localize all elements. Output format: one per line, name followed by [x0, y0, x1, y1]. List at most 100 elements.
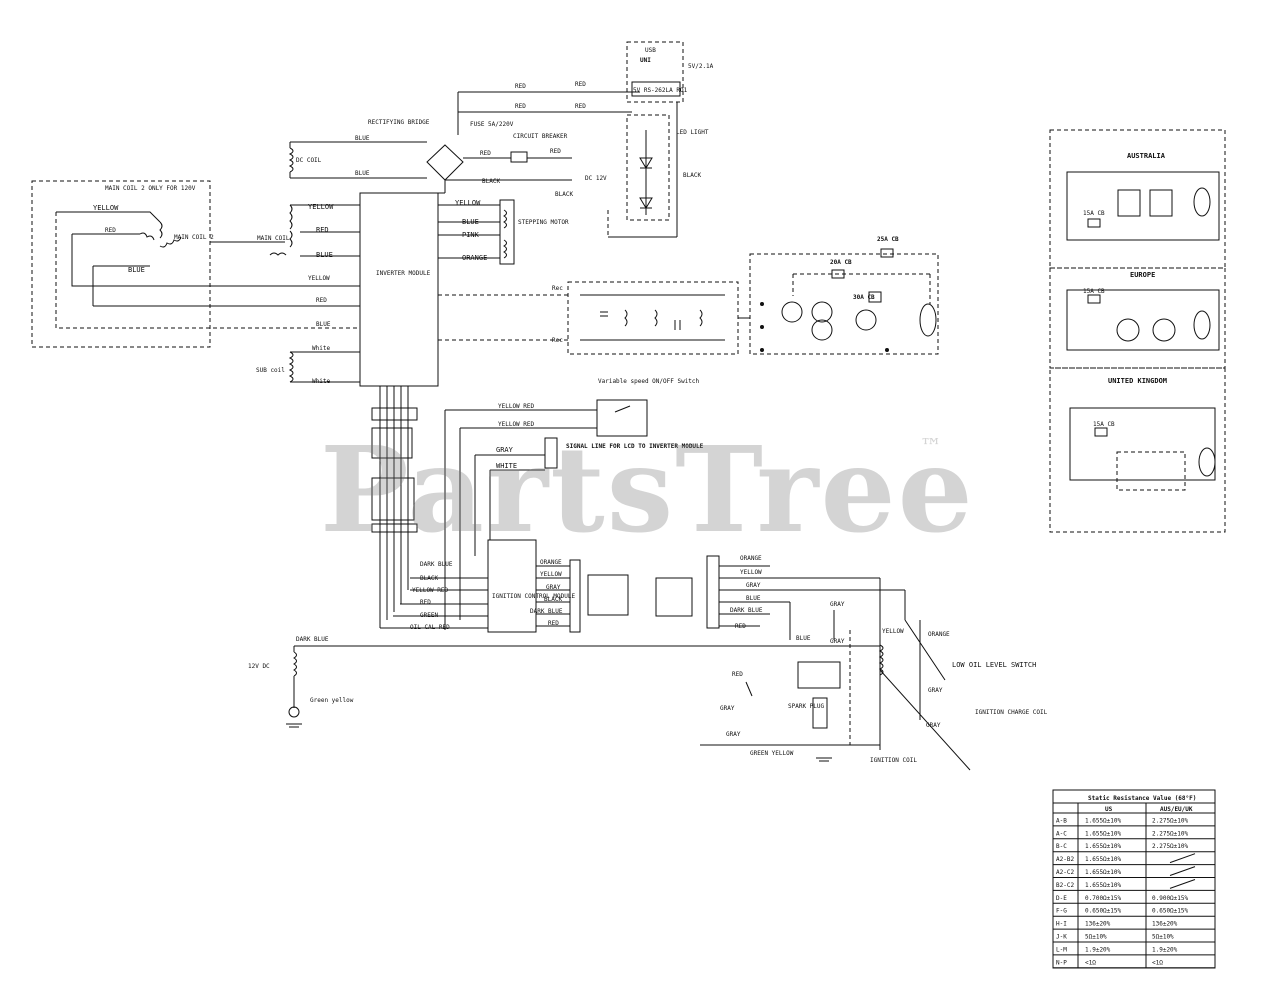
label-red-m2: RED — [316, 297, 327, 304]
label-sub-coil: SUB coil — [256, 367, 285, 374]
inverter-module: INVERTER MODULE YELLOW BLUE PINK ORANGE … — [359, 180, 569, 387]
label-cb-u: 15A CB — [1093, 421, 1115, 428]
table-cell-na-slash — [1169, 853, 1196, 864]
label-uk: UNITED KINGDOM — [1108, 377, 1167, 385]
label-yellow-ic: YELLOW — [882, 628, 904, 635]
table-header-us: US — [1105, 806, 1113, 813]
label-main-coil: MAIN COIL — [257, 235, 290, 242]
label-gray-oil2: GRAY — [830, 638, 845, 645]
label-blue-r: BLUE — [746, 595, 761, 602]
label-gray-sp2: GRAY — [726, 731, 741, 738]
label-cb-e: 15A CB — [1083, 288, 1105, 295]
sub-coil: White White SUB coil — [256, 345, 360, 385]
table-header-intl: AUS/EU/UK — [1160, 806, 1193, 813]
label-yellow-l: YELLOW — [93, 204, 119, 212]
label-red-cb-in: RED — [480, 150, 491, 157]
table-cell: 5Ω±10% — [1152, 934, 1174, 941]
table-cell: 1.655Ω±10% — [1085, 830, 1122, 837]
table-cell: <1Ω — [1152, 959, 1163, 966]
label-red-r: RED — [735, 623, 746, 630]
table-row-label: A-B — [1056, 817, 1067, 824]
table-cell: 2.275Ω±10% — [1152, 843, 1189, 850]
label-stepping-motor: STEPPING MOTOR — [518, 219, 569, 226]
label-dark-blue: DARK BLUE — [420, 561, 453, 568]
label-gray-sp: GRAY — [720, 705, 735, 712]
table-row-label: B2-C2 — [1056, 882, 1074, 889]
label-rec-1: Rec — [552, 285, 563, 292]
rectifying-bridge: RECTIFYING BRIDGE FUSE 5A/220V CIRCUIT B… — [368, 119, 607, 198]
label-yellow-i: YELLOW — [540, 571, 562, 578]
ground-coil: DARK BLUE 12V DC Green yellow — [248, 636, 880, 728]
label-red-1: RED — [515, 83, 526, 90]
label-inverter-module: INVERTER MODULE — [376, 270, 431, 277]
label-blue-oil: BLUE — [796, 635, 811, 642]
table-cell: 136±20% — [1152, 921, 1178, 928]
label-orange-i: ORANGE — [540, 559, 562, 566]
label-icm: IGNITION CONTROL MODULE — [492, 593, 575, 600]
output-panel: 25A CB 20A CB 30A CB — [749, 236, 939, 355]
label-blue-2: BLUE — [355, 170, 370, 177]
main-coil-2-box: MAIN COIL 2 ONLY FOR 120V YELLOW RED BLU… — [31, 180, 360, 348]
label-pink-s: PINK — [462, 231, 480, 239]
table-cell: 136±20% — [1085, 921, 1111, 928]
label-rec-2: Rec — [552, 337, 563, 344]
label-dark-blue-r: DARK BLUE — [730, 607, 763, 614]
table-row-label: A2-C2 — [1056, 869, 1074, 876]
table-cell: 1.655Ω±10% — [1085, 882, 1122, 889]
label-gray-ls2: GRAY — [926, 722, 941, 729]
label-rectifying-bridge: RECTIFYING BRIDGE — [368, 119, 430, 126]
label-gray-i: GRAY — [546, 584, 561, 591]
table-cell: 5Ω±10% — [1085, 934, 1107, 941]
label-signal-line: SIGNAL LINE FOR LCD TO INVERTER MODULE — [566, 443, 704, 450]
label-red-l: RED — [105, 227, 116, 234]
label-circuit-breaker: CIRCUIT BREAKER — [513, 133, 568, 140]
label-orange-s: ORANGE — [462, 254, 487, 262]
table-row-label: N-P — [1056, 959, 1067, 966]
table-title: Static Resistance Value (68°F) — [1088, 795, 1196, 802]
table-row-label: D-E — [1056, 895, 1067, 902]
signal-line: GRAY WHITE SIGNAL LINE FOR LCD TO INVERT… — [474, 437, 704, 556]
label-cb-a: 15A CB — [1083, 210, 1105, 217]
usb-rating: 5V RS-262LA RO1 — [633, 87, 688, 94]
right-harness: ORANGE YELLOW GRAY BLUE DARK BLUE RED GR… — [700, 555, 1048, 771]
table-cell-na-slash — [1169, 879, 1196, 889]
label-variable-speed: Variable speed ON/OFF Switch — [598, 378, 700, 385]
label-black-i2: BLACK — [544, 596, 562, 603]
label-blue-m2: BLUE — [316, 321, 331, 328]
label-spark-plug: SPARK PLUG — [788, 703, 825, 710]
table-row-label: F-G — [1056, 908, 1067, 915]
table-cell: 2.275Ω±10% — [1152, 817, 1189, 824]
usb-brand: UNI — [640, 57, 651, 64]
emi-filter — [567, 281, 750, 355]
label-red-i: RED — [420, 599, 431, 606]
label-red-4: RED — [575, 103, 586, 110]
label-yellow-m: YELLOW — [308, 203, 334, 211]
connector-stack — [371, 386, 418, 628]
label-dark-blue-i: DARK BLUE — [530, 608, 563, 615]
label-yellow-red-2: YELLOW RED — [498, 421, 535, 428]
label-red-2: RED — [575, 81, 586, 88]
table-cell: 1.655Ω±10% — [1085, 817, 1122, 824]
region-uk: UNITED KINGDOM 15A CB — [1049, 367, 1226, 533]
table-row-label: A-C — [1056, 830, 1067, 837]
label-gray-r: GRAY — [746, 582, 761, 589]
label-blue-m: BLUE — [316, 251, 333, 259]
variable-speed-switch: Variable speed ON/OFF Switch YELLOW RED … — [444, 378, 700, 630]
label-white-1: White — [312, 345, 330, 352]
label-red-sp: RED — [732, 671, 743, 678]
label-black-w: BLACK — [482, 178, 500, 185]
label-cb30: 30A CB — [853, 294, 875, 301]
label-yellow-red-i: YELLOW RED — [412, 587, 449, 594]
label-red-i2: RED — [548, 620, 559, 627]
label-orange-ls: ORANGE — [928, 631, 950, 638]
label-dc12: DC 12V — [585, 175, 607, 182]
label-fuse: FUSE 5A/220V — [470, 121, 514, 128]
label-cb20: 20A CB — [830, 259, 852, 266]
region-europe: EUROPE 15A CB — [1049, 267, 1226, 369]
label-blue-1: BLUE — [355, 135, 370, 142]
label-black-i: BLACK — [420, 575, 438, 582]
label-oil-red: OIL CAL RED — [410, 624, 450, 631]
usb-title: USB — [645, 47, 656, 54]
label-blue-s: BLUE — [462, 218, 479, 226]
label-europe: EUROPE — [1130, 271, 1155, 279]
